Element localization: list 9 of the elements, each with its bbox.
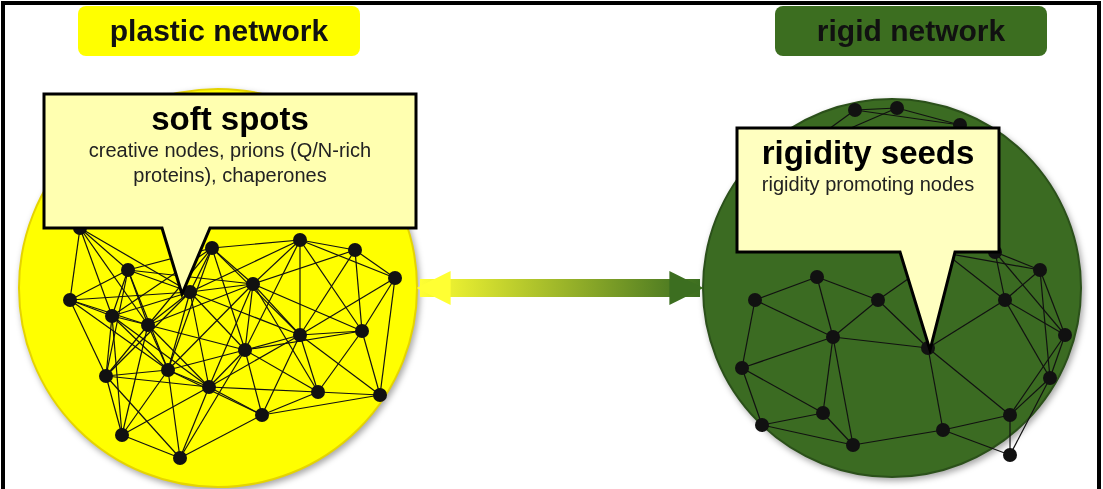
banner-label: plastic network [78, 6, 360, 56]
speech-bubble [42, 92, 418, 298]
callout-heading: rigidity seeds [760, 134, 976, 172]
callout-heading: soft spots [150, 100, 310, 138]
callout-text: rigidity promoting nodes [760, 171, 976, 197]
speech-bubble [735, 126, 1001, 354]
double-arrow [416, 271, 704, 305]
banner-label: rigid network [775, 6, 1047, 56]
callout-text: creative nodes, prions (Q/N-rich proteins), chaperones [87, 137, 373, 188]
